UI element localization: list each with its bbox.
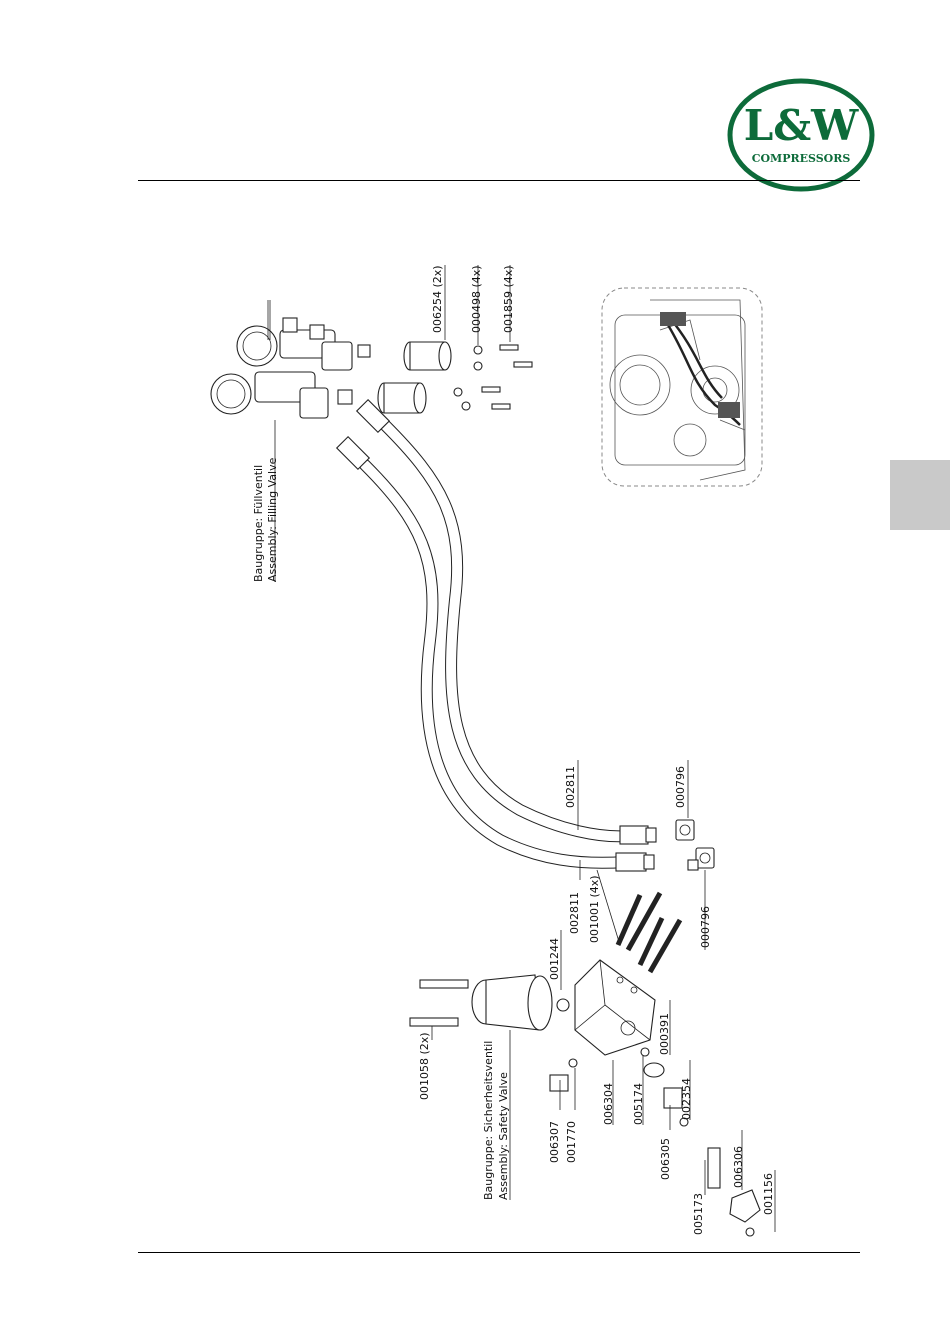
- label-005173: 005173: [692, 1193, 705, 1235]
- label-005174: 005174: [632, 1083, 645, 1125]
- label-filling-valve-en: Assembly: Filling Valve: [266, 457, 279, 582]
- label-001058: 001058 (2x): [418, 1032, 431, 1100]
- overview-inset: [602, 288, 762, 486]
- label-006304: 006304: [602, 1083, 615, 1125]
- label-002811-b: 002811: [568, 892, 581, 934]
- label-001001: 001001 (4x): [588, 875, 601, 943]
- label-001770: 001770: [565, 1121, 578, 1163]
- label-001859: 001859 (4x): [502, 265, 515, 333]
- label-002811-a: 002811: [564, 766, 577, 808]
- fittings-000796: [676, 820, 714, 870]
- label-002354: 002354: [680, 1078, 693, 1120]
- label-001244: 001244: [548, 938, 561, 980]
- filling-valve-assembly: [211, 300, 370, 418]
- label-000796-a: 000796: [674, 766, 687, 808]
- label-safety-valve-en: Assembly: Safety Valve: [497, 1072, 510, 1200]
- small-fittings: [550, 1048, 760, 1236]
- bushings-006254: [378, 342, 451, 413]
- label-006307: 006307: [548, 1121, 561, 1163]
- label-006305: 006305: [659, 1138, 672, 1180]
- label-filling-valve-de: Baugruppe: Füllventil: [252, 465, 265, 582]
- label-001156: 001156: [762, 1173, 775, 1215]
- label-000796-b: 000796: [699, 906, 712, 948]
- hoses-002811: [337, 400, 656, 871]
- label-safety-valve-de: Baugruppe: Sicherheitsventil: [482, 1041, 495, 1200]
- label-000391: 000391: [658, 1013, 671, 1055]
- label-006306: 006306: [732, 1146, 745, 1188]
- leader-lines: [275, 265, 775, 1232]
- safety-valve-assembly: [410, 975, 569, 1030]
- washers-screws: [454, 345, 532, 410]
- label-006254: 006254 (2x): [431, 265, 444, 333]
- bolts-001001: [618, 893, 680, 972]
- manifold-block-006304: [575, 960, 655, 1055]
- label-000498: 000498 (4x): [470, 265, 483, 333]
